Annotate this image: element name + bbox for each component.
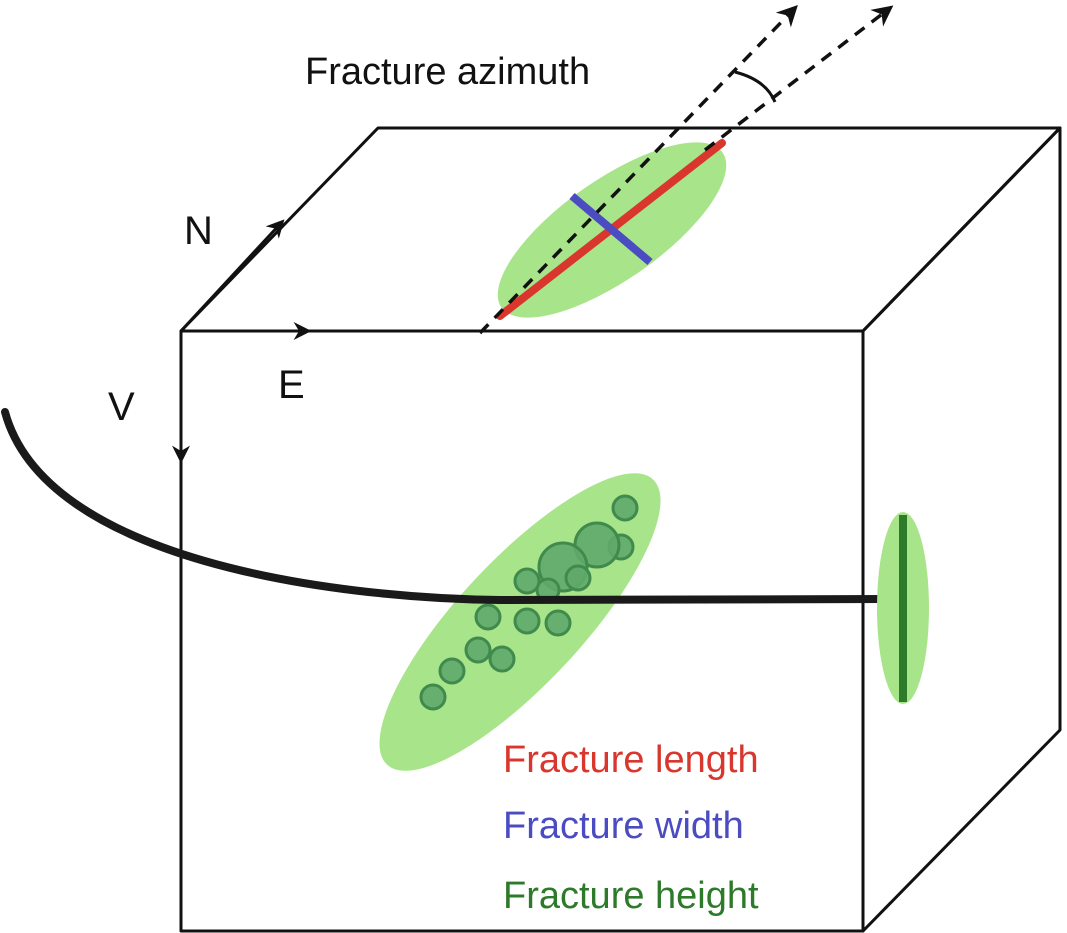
event-dot — [513, 567, 541, 595]
event-dot — [513, 607, 541, 635]
event-dot — [419, 683, 447, 711]
azimuth-ray-north — [703, 5, 894, 152]
fracture-azimuth-label: Fracture azimuth — [305, 51, 590, 93]
legend: Fracture length Fracture width Fracture … — [503, 739, 759, 917]
event-dot — [464, 636, 492, 664]
box-outline — [179, 126, 1062, 933]
azimuth-indicator — [478, 4, 894, 335]
event-dot — [488, 645, 516, 673]
fracture-width-line — [569, 192, 653, 266]
east-label: E — [278, 363, 305, 407]
event-dot — [438, 657, 466, 685]
azimuth-angle-arc — [734, 70, 777, 103]
north-arrow — [179, 219, 285, 333]
side-fracture — [877, 512, 929, 704]
vertical-label: V — [108, 385, 135, 429]
event-dot — [544, 609, 572, 637]
event-dot — [474, 603, 502, 631]
box-right-face — [861, 126, 1062, 933]
compass-axes — [172, 219, 312, 464]
front-fracture — [379, 473, 661, 771]
event-dot — [611, 494, 639, 522]
north-label: N — [184, 209, 213, 253]
legend-length: Fracture length — [503, 739, 759, 781]
legend-width: Fracture width — [503, 805, 744, 847]
top-fracture — [496, 139, 727, 320]
legend-height: Fracture height — [503, 875, 759, 917]
well-trajectory — [1, 408, 909, 605]
microseismic-events — [419, 494, 639, 711]
event-dot — [564, 564, 592, 592]
